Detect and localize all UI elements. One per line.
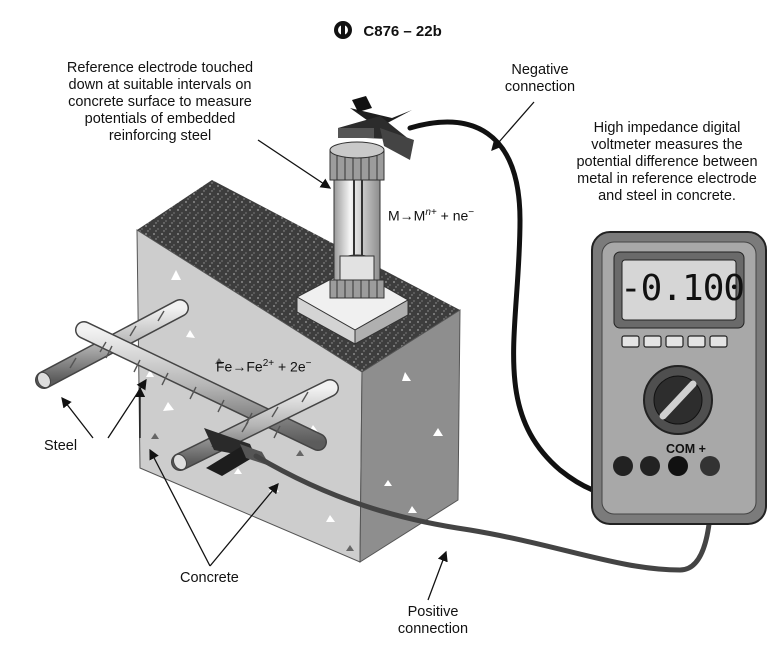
iron-reaction-equation: Fe→Fe2+ + 2e− [216, 358, 312, 375]
astm-logo-icon [333, 20, 353, 44]
steel-rebar [35, 299, 339, 471]
digital-voltmeter [591, 231, 767, 525]
callout-arrows [61, 101, 535, 601]
voltmeter-label: High impedance digital voltmeter measure… [576, 120, 758, 204]
negative-clamp [338, 96, 414, 160]
com-terminal-label: COM + [666, 442, 706, 456]
concrete-side-face [359, 309, 461, 563]
positive-connection-label: Positive connection [397, 604, 469, 637]
concrete-label: Concrete [180, 570, 239, 586]
steel-label: Steel [44, 438, 78, 454]
positive-wire [253, 453, 715, 573]
reference-electrode [295, 141, 410, 345]
page-header: C876 – 22b [0, 20, 775, 44]
standard-designation: C876 – 22b [363, 22, 442, 40]
reference-electrode-label: Reference electrode touched down at suit… [66, 60, 254, 144]
electrode-reaction-equation: M→Mn+ + ne− [388, 207, 475, 224]
voltmeter-display-reading: -0.100 [620, 268, 745, 309]
negative-connection-label: Negative connection [504, 62, 576, 95]
